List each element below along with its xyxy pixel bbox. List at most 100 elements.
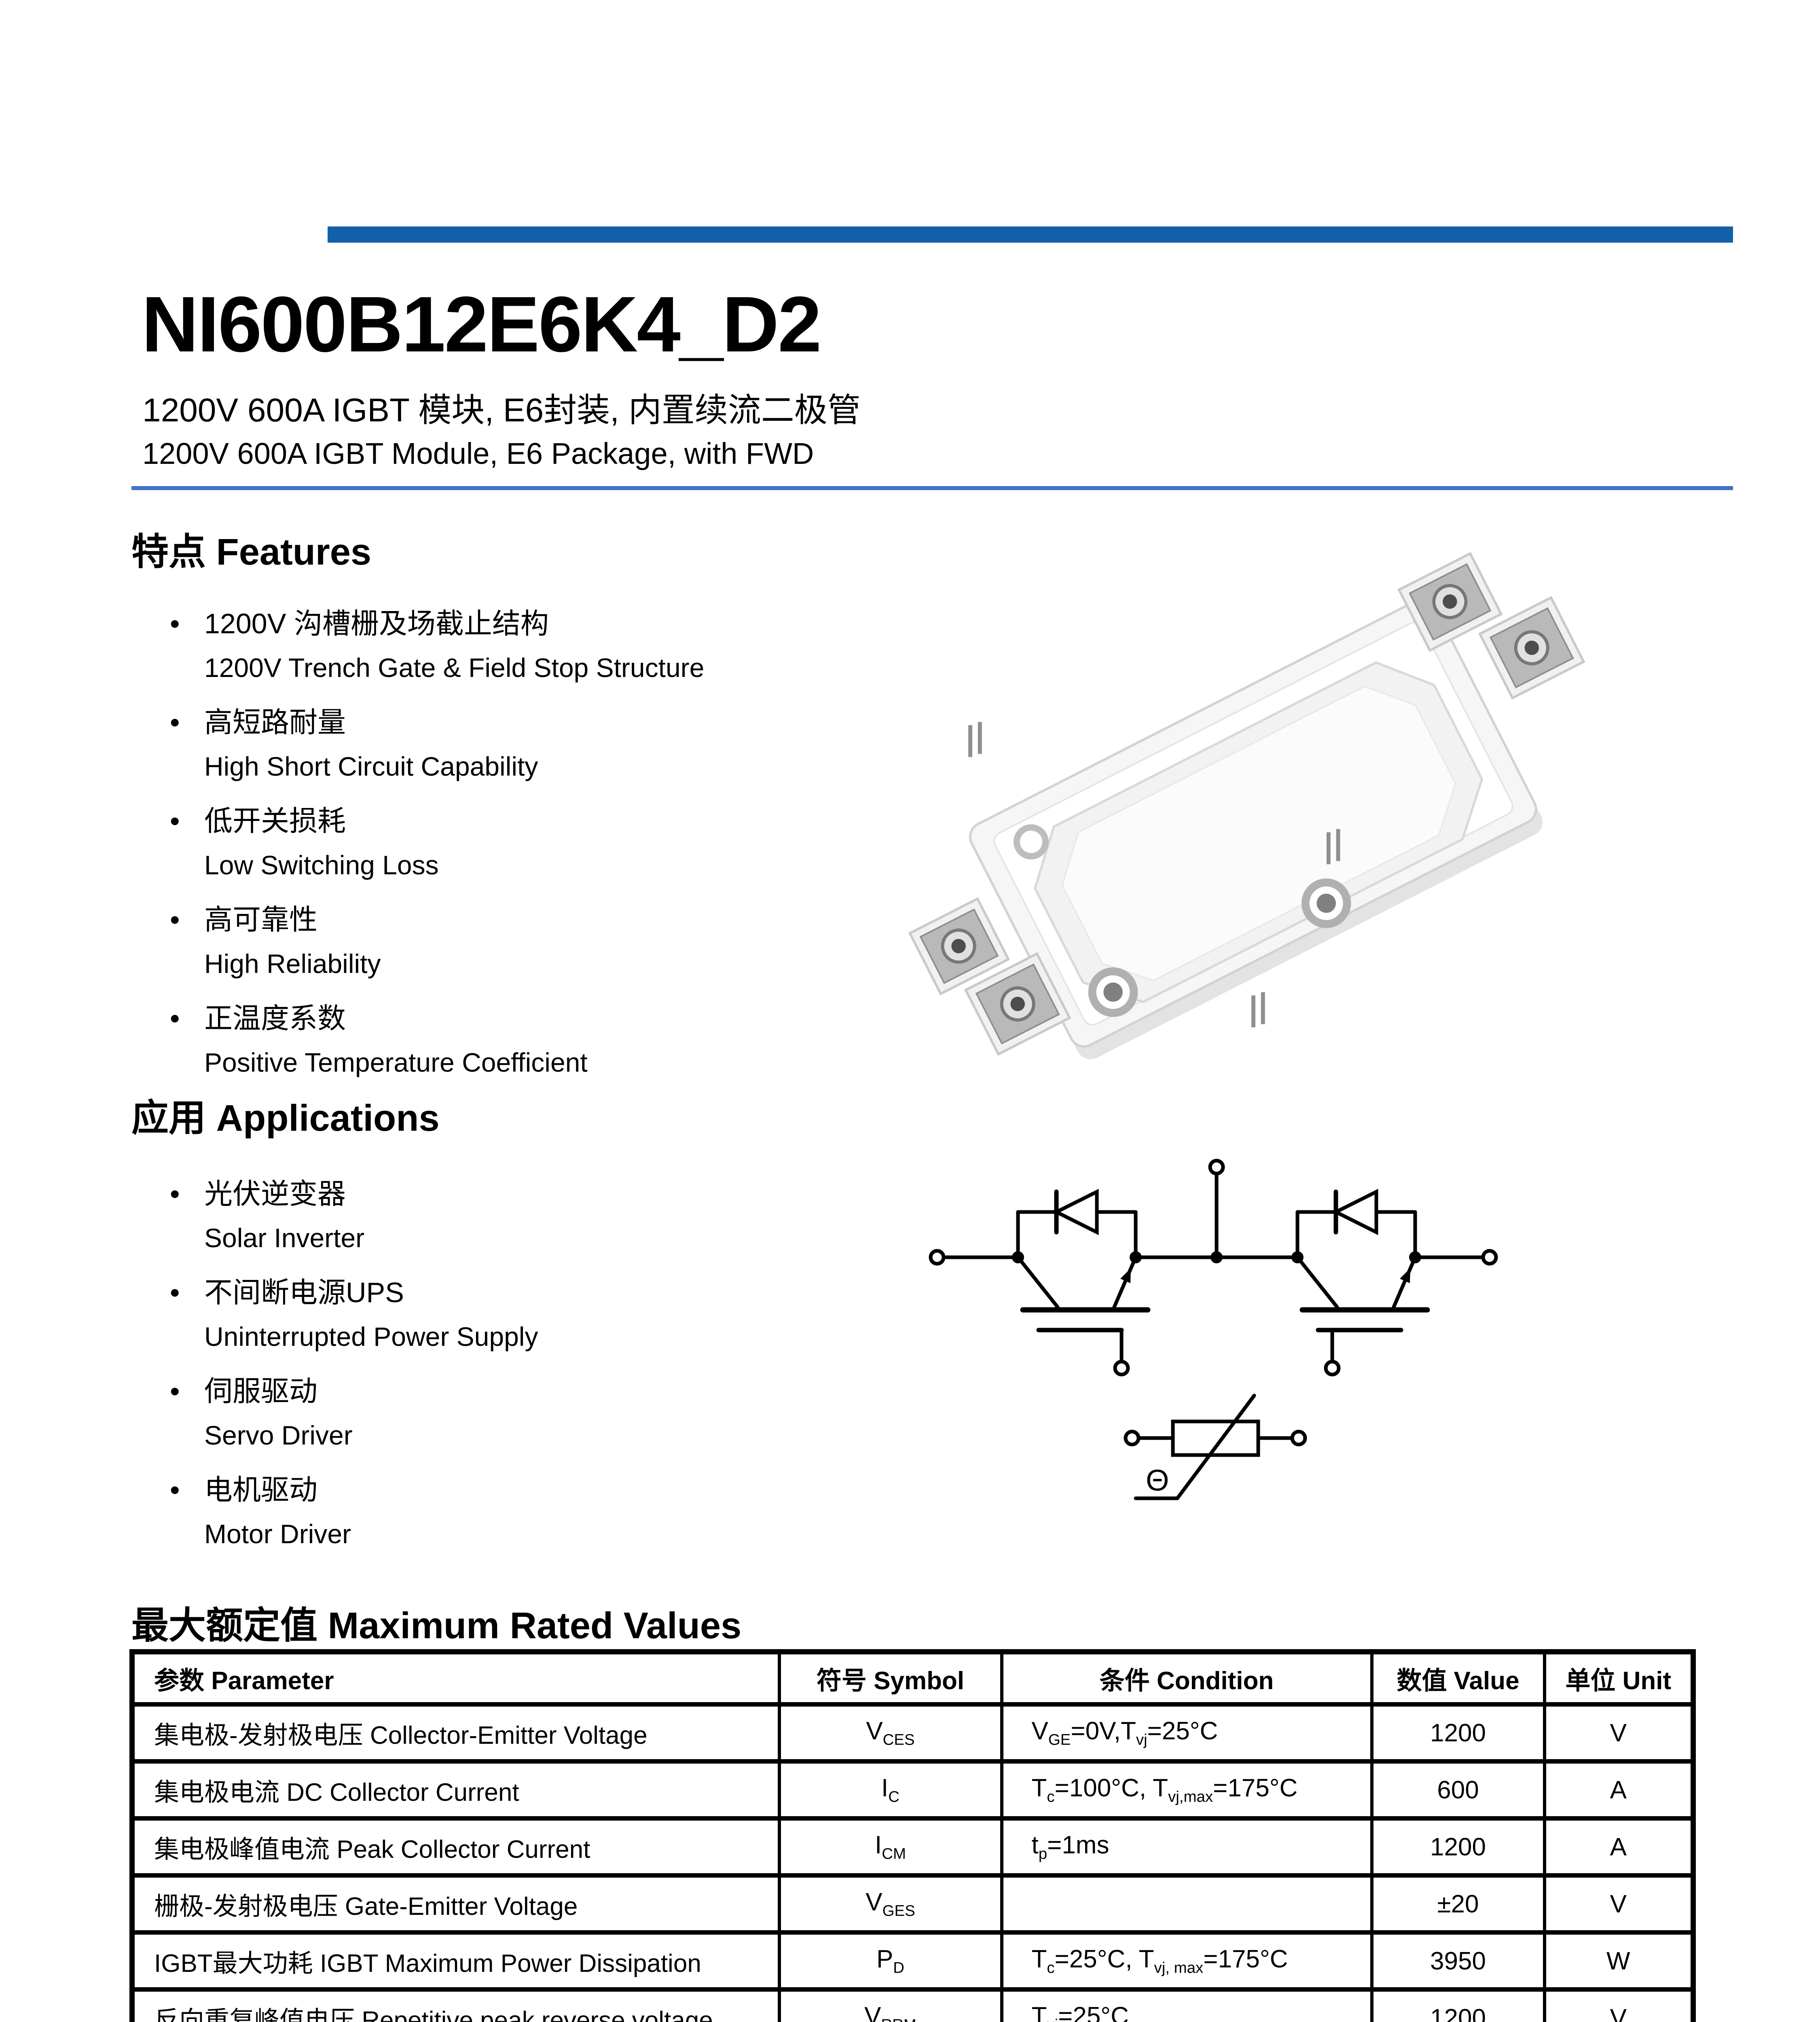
application-text-cn: 不间断电源UPS bbox=[204, 1277, 404, 1309]
col-header-condition: 条件 Condition bbox=[1000, 1650, 1373, 1707]
cell-condition: Tc=25°C, Tvj, max=175°C bbox=[1000, 1930, 1373, 1992]
bullet-icon: • bbox=[170, 1178, 180, 1210]
feature-text-en: 1200V Trench Gate & Field Stop Structure bbox=[204, 653, 705, 683]
terminal-circle bbox=[929, 1249, 946, 1266]
bullet-icon: • bbox=[170, 904, 180, 936]
application-text-en: Motor Driver bbox=[204, 1519, 351, 1549]
bullet-icon: • bbox=[170, 805, 180, 837]
application-text-cn: 伺服驱动 bbox=[204, 1375, 317, 1407]
col-header-parameter: 参数 Parameter bbox=[130, 1650, 781, 1707]
header-rule bbox=[131, 486, 1733, 490]
feature-text-en: High Reliability bbox=[204, 949, 381, 979]
features-section: 特点 Features • 1200V 沟槽栅及场截止结构 1200V Tren… bbox=[131, 531, 940, 1094]
screw-terminal bbox=[1397, 552, 1503, 652]
feature-text-cn: 高可靠性 bbox=[204, 904, 317, 936]
terminal-circle bbox=[1124, 1430, 1141, 1447]
diode-left bbox=[1016, 1189, 1138, 1259]
table-header-row: 参数 Parameter 符号 Symbol 条件 Condition 数值 V… bbox=[130, 1650, 1695, 1707]
col-header-unit: 单位 Unit bbox=[1543, 1650, 1695, 1707]
table-row: 集电极峰值电流 Peak Collector Current ICM tp=1m… bbox=[130, 1816, 1695, 1878]
cell-value: 1200 bbox=[1370, 1816, 1546, 1878]
bullet-icon: • bbox=[170, 1277, 180, 1309]
cell-unit: A bbox=[1543, 1816, 1695, 1878]
signal-pins bbox=[968, 722, 1340, 1028]
feature-text-cn: 正温度系数 bbox=[204, 1003, 346, 1034]
cell-symbol: IC bbox=[777, 1759, 1003, 1821]
ratings-heading: 最大额定值 Maximum Rated Values bbox=[131, 1605, 742, 1646]
table-row: IGBT最大功耗 IGBT Maximum Power Dissipation … bbox=[130, 1930, 1695, 1992]
application-item: • 伺服驱动 Servo Driver bbox=[131, 1368, 940, 1457]
subtitle-en: 1200V 600A IGBT Module, E6 Package, with… bbox=[142, 437, 814, 470]
application-text-en: Servo Driver bbox=[204, 1420, 353, 1451]
application-item: • 电机驱动 Motor Driver bbox=[131, 1467, 940, 1555]
application-text-cn: 电机驱动 bbox=[204, 1474, 317, 1506]
feature-item: • 低开关损耗 Low Switching Loss bbox=[131, 798, 940, 886]
subtitle-cn: 1200V 600A IGBT 模块, E6封装, 内置续流二极管 bbox=[142, 392, 861, 429]
junction-dots bbox=[1012, 1251, 1421, 1263]
bullet-icon: • bbox=[170, 608, 180, 640]
cell-condition: VGE=0V,Tvj=25°C bbox=[1000, 1702, 1373, 1764]
application-text-en: Solar Inverter bbox=[204, 1223, 365, 1253]
theta-label: Θ bbox=[1146, 1464, 1169, 1497]
feature-text-en: Positive Temperature Coefficient bbox=[204, 1047, 588, 1078]
page-title: NI600B12E6K4_D2 bbox=[142, 280, 822, 368]
table-row: 反向重复峰值电压 Repetitive peak reverse voltage… bbox=[130, 1987, 1695, 2022]
feature-text-en: High Short Circuit Capability bbox=[204, 751, 538, 782]
ratings-table-wrap: 参数 Parameter 符号 Symbol 条件 Condition 数值 V… bbox=[129, 1649, 1696, 2022]
application-item: • 光伏逆变器 Solar Inverter bbox=[131, 1171, 940, 1259]
application-text-en: Uninterrupted Power Supply bbox=[204, 1322, 538, 1352]
feature-text-cn: 1200V 沟槽栅及场截止结构 bbox=[204, 608, 549, 640]
cell-parameter: 栅极-发射极电压 Gate-Emitter Voltage bbox=[130, 1873, 781, 1935]
feature-text-cn: 高短路耐量 bbox=[204, 706, 346, 738]
table-row: 栅极-发射极电压 Gate-Emitter Voltage VGES ±20 V bbox=[130, 1873, 1695, 1935]
terminal-circle bbox=[1290, 1430, 1307, 1447]
cell-parameter: IGBT最大功耗 IGBT Maximum Power Dissipation bbox=[130, 1930, 781, 1992]
cell-unit: V bbox=[1543, 1702, 1695, 1764]
cell-parameter: 反向重复峰值电压 Repetitive peak reverse voltage bbox=[130, 1987, 781, 2022]
cell-value: 3950 bbox=[1370, 1930, 1546, 1992]
cell-unit: A bbox=[1543, 1759, 1695, 1821]
cell-value: 1200 bbox=[1370, 1987, 1546, 2022]
cell-parameter: 集电极-发射极电压 Collector-Emitter Voltage bbox=[130, 1702, 781, 1764]
product-photo bbox=[908, 552, 1585, 1060]
cell-value: ±20 bbox=[1370, 1873, 1546, 1935]
table-row: 集电极电流 DC Collector Current IC Tc=100°C, … bbox=[130, 1759, 1695, 1821]
igbt-right bbox=[1295, 1255, 1430, 1377]
cell-parameter: 集电极峰值电流 Peak Collector Current bbox=[130, 1816, 781, 1878]
bullet-icon: • bbox=[170, 706, 180, 738]
applications-section: 应用 Applications • 光伏逆变器 Solar Inverter •… bbox=[131, 1098, 940, 1566]
ratings-table: 参数 Parameter 符号 Symbol 条件 Condition 数值 V… bbox=[129, 1649, 1696, 2022]
screw-terminal bbox=[908, 897, 1010, 996]
feature-item: • 高短路耐量 High Short Circuit Capability bbox=[131, 700, 940, 788]
screw-terminal bbox=[964, 952, 1071, 1056]
col-header-symbol: 符号 Symbol bbox=[777, 1650, 1003, 1707]
gate-terminal bbox=[1324, 1360, 1341, 1377]
feature-text-en: Low Switching Loss bbox=[204, 850, 439, 880]
cell-symbol: VRRM bbox=[777, 1987, 1003, 2022]
cell-condition: tp=1ms bbox=[1000, 1816, 1373, 1878]
application-text-cn: 光伏逆变器 bbox=[204, 1178, 346, 1210]
cell-symbol: VCES bbox=[777, 1702, 1003, 1764]
cell-condition bbox=[1000, 1873, 1373, 1935]
thermistor-symbol bbox=[1124, 1394, 1307, 1500]
top-accent-bar bbox=[328, 226, 1733, 243]
cell-symbol: PD bbox=[777, 1930, 1003, 1992]
mounting-hole bbox=[1013, 824, 1049, 860]
cell-value: 1200 bbox=[1370, 1702, 1546, 1764]
cell-unit: W bbox=[1543, 1930, 1695, 1992]
cell-unit: V bbox=[1543, 1987, 1695, 2022]
terminal-circle bbox=[1481, 1249, 1498, 1266]
terminal-circle bbox=[1208, 1159, 1225, 1176]
feature-item: • 正温度系数 Positive Temperature Coefficient bbox=[131, 996, 940, 1084]
cell-parameter: 集电极电流 DC Collector Current bbox=[130, 1759, 781, 1821]
features-heading: 特点 Features bbox=[131, 531, 372, 573]
application-item: • 不间断电源UPS Uninterrupted Power Supply bbox=[131, 1270, 940, 1358]
bullet-icon: • bbox=[170, 1474, 180, 1506]
feature-text-cn: 低开关损耗 bbox=[204, 805, 346, 837]
applications-heading: 应用 Applications bbox=[131, 1098, 440, 1139]
applications-list: • 光伏逆变器 Solar Inverter • 不间断电源UPS Uninte… bbox=[131, 1171, 940, 1555]
cell-condition: Tvj=25°C bbox=[1000, 1987, 1373, 2022]
igbt-left bbox=[1016, 1255, 1151, 1377]
cell-condition: Tc=100°C, Tvj,max=175°C bbox=[1000, 1759, 1373, 1821]
